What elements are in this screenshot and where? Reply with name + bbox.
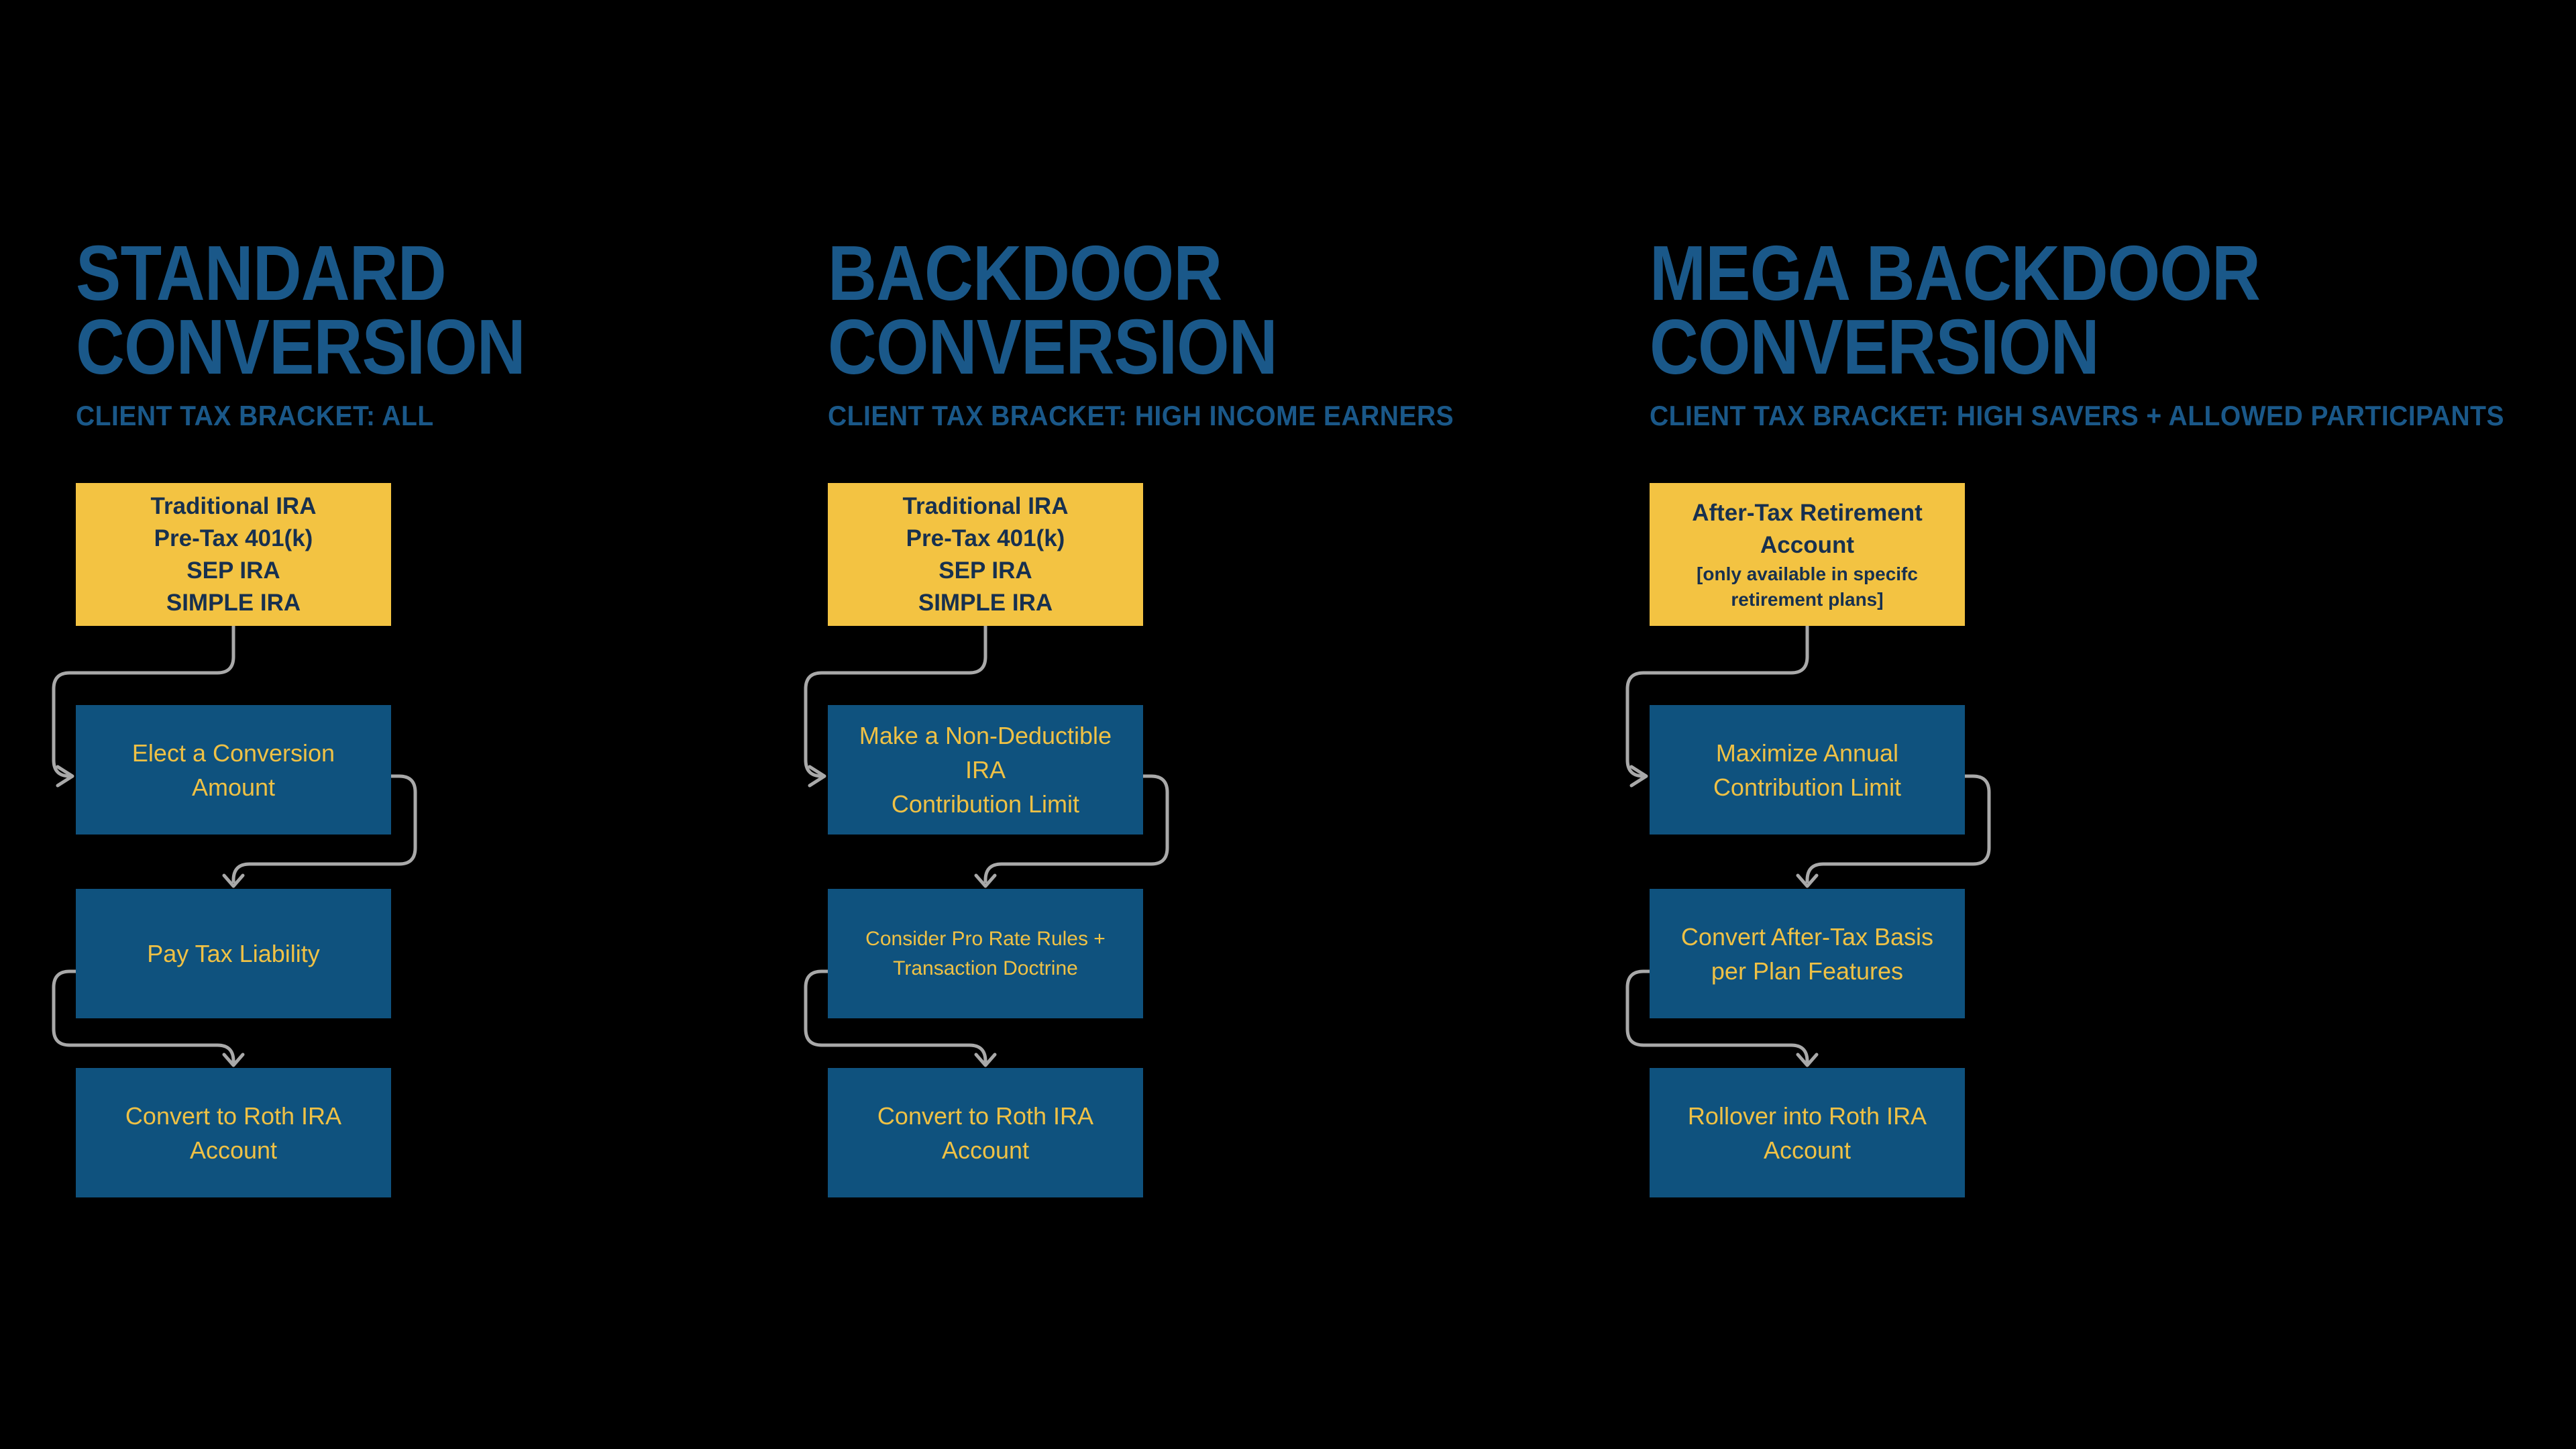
source-account-line: SIMPLE IRA — [918, 589, 1053, 616]
source-account-line: SIMPLE IRA — [166, 589, 301, 616]
source-account-line: Account — [1760, 531, 1854, 558]
title-line: BACKDOOR — [828, 229, 1222, 317]
step-box: Consider Pro Rate Rules + Transaction Do… — [828, 889, 1143, 1018]
title-line: CONVERSION — [76, 303, 526, 390]
column-title: MEGA BACKDOOR CONVERSION — [1650, 229, 2261, 390]
source-account-line: SEP IRA — [186, 557, 280, 584]
step-box: Rollover into Roth IRA Account — [1650, 1068, 1965, 1197]
step-box: Pay Tax Liability — [76, 889, 391, 1018]
title-line: STANDARD — [76, 229, 447, 317]
step-box: Convert to Roth IRA Account — [76, 1068, 391, 1197]
source-account-line: Pre-Tax 401(k) — [154, 525, 313, 551]
step-box: Elect a Conversion Amount — [76, 705, 391, 835]
step-box: Convert to Roth IRA Account — [828, 1068, 1143, 1197]
source-account-note-line: [only available in specifc — [1697, 563, 1918, 584]
title-line: CONVERSION — [828, 303, 1278, 390]
column-title: STANDARD CONVERSION — [76, 229, 526, 390]
source-accounts-box: Traditional IRA Pre-Tax 401(k) SEP IRA S… — [76, 483, 391, 626]
source-account-line: After-Tax Retirement — [1692, 499, 1923, 526]
title-line: CONVERSION — [1650, 303, 2100, 390]
source-account-line: Traditional IRA — [902, 492, 1069, 519]
step-box: Make a Non-Deductible IRA Contribution L… — [828, 705, 1143, 835]
title-line: MEGA BACKDOOR — [1650, 229, 2261, 317]
source-accounts-box: Traditional IRA Pre-Tax 401(k) SEP IRA S… — [828, 483, 1143, 626]
source-accounts-box: After-Tax Retirement Account [only avail… — [1650, 483, 1965, 626]
step-box: Convert After-Tax Basis per Plan Feature… — [1650, 889, 1965, 1018]
source-account-line: SEP IRA — [938, 557, 1032, 584]
column-mega-backdoor-conversion: MEGA BACKDOOR CONVERSION CLIENT TAX BRAC… — [1650, 0, 2504, 1449]
column-subtitle: CLIENT TAX BRACKET: HIGH INCOME EARNERS — [828, 400, 1454, 431]
source-account-line: Pre-Tax 401(k) — [906, 525, 1065, 551]
source-account-note-line: retirement plans] — [1731, 588, 1884, 610]
column-backdoor-conversion: BACKDOOR CONVERSION CLIENT TAX BRACKET: … — [828, 0, 1454, 1449]
column-title: BACKDOOR CONVERSION — [828, 229, 1278, 390]
source-account-line: Traditional IRA — [150, 492, 317, 519]
step-box: Maximize Annual Contribution Limit — [1650, 705, 1965, 835]
column-subtitle: CLIENT TAX BRACKET: HIGH SAVERS + ALLOWE… — [1650, 400, 2504, 431]
column-standard-conversion: STANDARD CONVERSION CLIENT TAX BRACKET: … — [76, 0, 526, 1449]
column-subtitle: CLIENT TAX BRACKET: ALL — [76, 400, 434, 431]
